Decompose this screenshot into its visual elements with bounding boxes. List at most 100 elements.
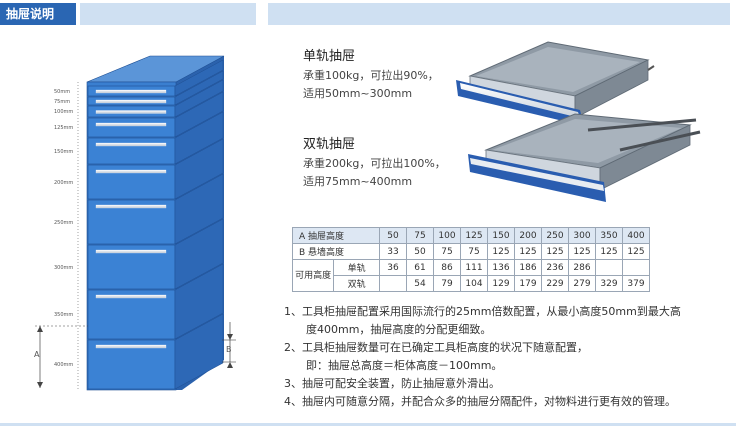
cell: 200 xyxy=(514,227,542,244)
cell: 79 xyxy=(433,275,461,292)
cell: 125 xyxy=(514,243,542,260)
drawer-side xyxy=(174,79,224,118)
drawer-side xyxy=(174,59,224,97)
cell: 350 xyxy=(595,227,623,244)
table-row-double: 双轨 54 79 104 129 179 229 279 329 379 xyxy=(293,275,650,292)
drawer-side xyxy=(174,263,224,340)
drawer-side xyxy=(174,313,224,390)
note-3: 3、抽屉可配安全装置，防止抽屉意外滑出。 xyxy=(284,377,500,390)
double-rail-title: 双轨抽屉 xyxy=(303,137,356,152)
drawer-handle xyxy=(95,122,167,127)
label-b: B xyxy=(226,345,232,354)
cell: 379 xyxy=(622,275,650,292)
table-row-a: A 抽屉高度 50 75 100 125 150 200 250 300 350… xyxy=(292,227,650,244)
cell: 286 xyxy=(568,259,596,276)
drawer-spec-table: A 抽屉高度 50 75 100 125 150 200 250 300 350… xyxy=(291,227,650,292)
height-label: 100mm xyxy=(54,109,74,115)
double-label: 双轨 xyxy=(333,275,380,292)
height-label: 400mm xyxy=(54,362,74,368)
cell: 75 xyxy=(433,243,461,260)
height-label: 350mm xyxy=(54,312,74,318)
cell: 111 xyxy=(460,259,488,276)
note-2: 2、工具柜抽屉数量可在已确定工具柜高度的状况下随意配置， xyxy=(284,341,588,354)
height-label: 150mm xyxy=(54,148,74,155)
single-label: 单轨 xyxy=(333,259,380,276)
height-label: 50mm xyxy=(54,88,71,95)
header-bar-right xyxy=(268,3,730,25)
cell: 236 xyxy=(541,259,569,276)
cell: 129 xyxy=(487,275,515,292)
cell: 400 xyxy=(622,227,650,244)
cell: 250 xyxy=(541,227,569,244)
drawer-handle xyxy=(95,294,167,299)
cell: 33 xyxy=(379,243,407,260)
drawer-front xyxy=(87,289,176,340)
table-row-single: 可用高度 单轨 36 61 86 111 136 186 236 286 xyxy=(291,259,650,292)
notes-list: 1、工具柜抽屉配置采用国际流行的25mm倍数配置，从最小高度50mm到最大高 度… xyxy=(284,303,729,411)
drawer-side xyxy=(174,91,224,138)
double-rail-drawer-image xyxy=(468,113,701,202)
drawer-side xyxy=(174,173,224,245)
height-label: 250mm xyxy=(54,219,74,226)
height-label: 125mm xyxy=(54,125,74,131)
drawer-side xyxy=(174,70,224,106)
table-row-b: B 悬墙高度 33 50 75 75 125 125 125 125 125 1… xyxy=(292,243,650,260)
height-label: 75mm xyxy=(54,98,71,105)
drawer-illustrations xyxy=(456,41,701,202)
cell: 75 xyxy=(406,227,434,244)
cell: 50 xyxy=(379,227,407,244)
cabinet-diagram xyxy=(35,55,236,391)
cell: 104 xyxy=(460,275,488,292)
drawer-handle xyxy=(95,169,167,174)
section-tab: 抽屉说明 xyxy=(0,3,76,25)
height-label: 200mm xyxy=(54,179,74,186)
usable-label: 可用高度 xyxy=(291,259,335,292)
double-rail-line1: 承重200kg，可拉出100%， xyxy=(303,157,446,170)
drawer-handle xyxy=(95,110,167,114)
drawer-stack xyxy=(87,59,224,390)
cell: 150 xyxy=(487,227,515,244)
note-1: 1、工具柜抽屉配置采用国际流行的25mm倍数配置，从最小高度50mm到最大高 xyxy=(284,305,681,318)
header-bar-left xyxy=(80,3,256,25)
single-rail-title: 单轨抽屉 xyxy=(303,49,356,64)
cell xyxy=(595,259,623,276)
drawer-side xyxy=(174,111,224,165)
cell: 186 xyxy=(514,259,542,276)
cell: 179 xyxy=(514,275,542,292)
note-4: 4、抽屉内可随意分隔，并配合众多的抽屉分隔配件，对物料进行更有效的管理。 xyxy=(284,395,676,408)
drawer-handle xyxy=(95,89,167,94)
cell: 61 xyxy=(406,259,434,276)
row-a-label: A 抽屉高度 xyxy=(292,227,380,244)
cell: 136 xyxy=(487,259,515,276)
cell: 229 xyxy=(541,275,569,292)
cell: 125 xyxy=(568,243,596,260)
cell: 100 xyxy=(433,227,461,244)
section-tab-label: 抽屉说明 xyxy=(6,7,55,21)
cell: 125 xyxy=(487,243,515,260)
double-rail-line2: 适用75mm~400mm xyxy=(303,175,413,188)
drawer-front xyxy=(87,339,176,390)
note-2-cont: 即：抽屉总高度＝柜体高度－100mm。 xyxy=(306,359,503,372)
cell: 125 xyxy=(460,227,488,244)
footer-line xyxy=(0,423,736,426)
drawer-handle xyxy=(95,344,167,349)
cell: 329 xyxy=(595,275,623,292)
height-label: 300mm xyxy=(54,264,74,271)
drawer-side xyxy=(174,138,224,200)
note-1-cont: 度400mm，抽屉高度的分配更细致。 xyxy=(306,323,492,336)
cell: 36 xyxy=(379,259,407,276)
cell: 86 xyxy=(433,259,461,276)
drawer-handle xyxy=(95,249,167,254)
label-a: A xyxy=(34,350,40,359)
drawer-handle xyxy=(95,99,167,104)
drawer-handle xyxy=(95,142,167,147)
cell: 54 xyxy=(406,275,434,292)
cell xyxy=(622,259,650,276)
row-b-label: B 悬墙高度 xyxy=(292,243,380,260)
cell: 125 xyxy=(595,243,623,260)
single-rail-drawer-image xyxy=(456,41,655,126)
cell: 300 xyxy=(568,227,596,244)
cell xyxy=(379,275,407,292)
cell: 279 xyxy=(568,275,596,292)
cell: 50 xyxy=(406,243,434,260)
